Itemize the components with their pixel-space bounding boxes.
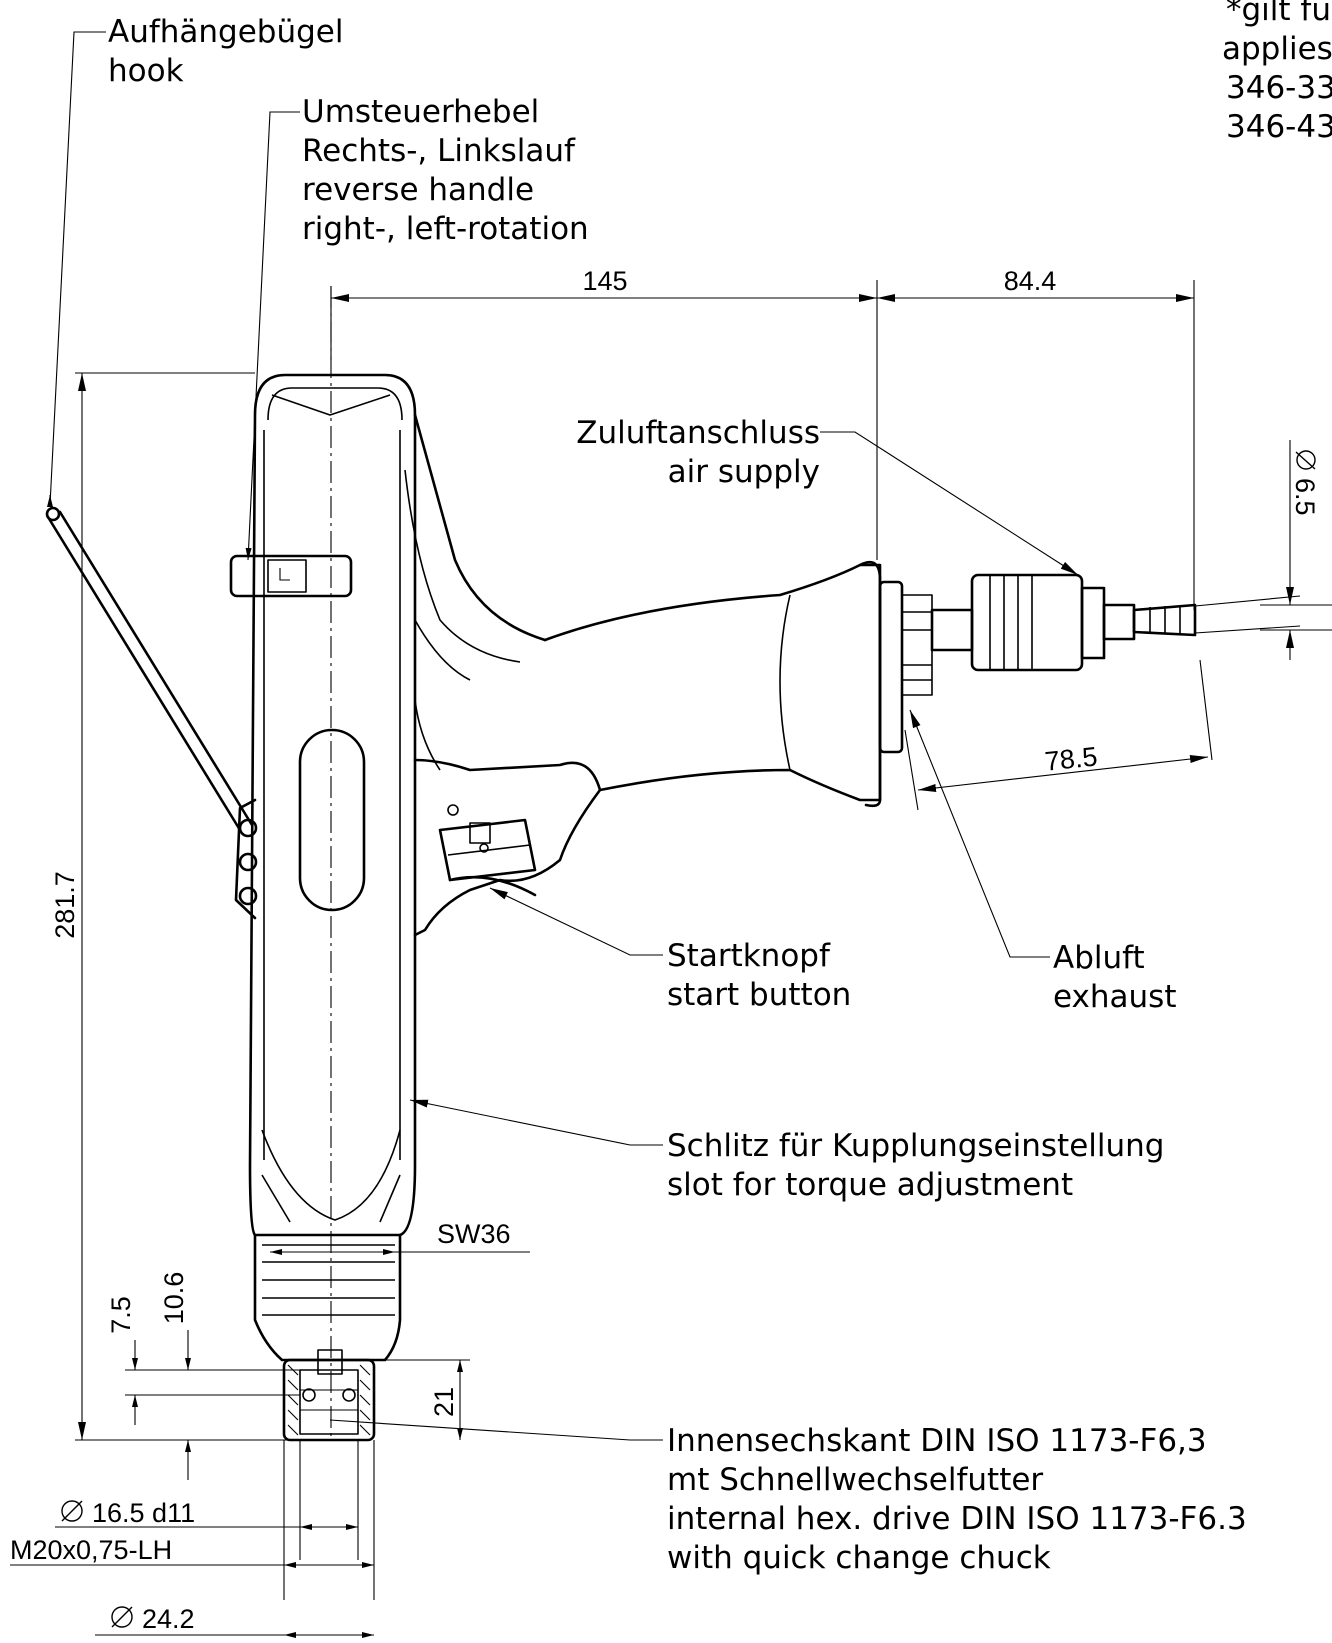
label-slot-en: slot for torque adjustment [667,1167,1073,1203]
dim-24-2: 24.2 [142,1604,195,1634]
dim-21: 21 [429,1387,459,1417]
diameter-symbol-icon [1295,450,1316,470]
label-slot-de: Schlitz für Kupplungseinstellung [667,1128,1164,1164]
label-start-en: start button [667,977,851,1013]
note-line-4: 346-43 [1226,109,1332,145]
dim-sw36: SW36 [437,1219,511,1249]
dim-84-4: 84.4 [1004,266,1057,296]
label-reverse-de1: Umsteuerhebel [302,94,539,130]
dim-24-2-group: 24.2 [111,1604,195,1634]
label-reverse-en2: right-, left-rotation [302,211,589,247]
dim-m20: M20x0,75-LH [10,1535,172,1565]
label-reverse-en1: reverse handle [302,172,534,208]
dim-7-5: 7.5 [106,1296,136,1334]
leader-lines [47,31,1079,1441]
dim-281-7: 281.7 [50,871,80,939]
label-drive-1: Innensechskant DIN ISO 1173-F6,3 [667,1423,1207,1459]
note-line-2: applies [1222,31,1332,67]
dimension-text: 145 84.4 281.7 78.5 6.5 SW36 7.5 10.6 21… [10,266,1320,1634]
dim-16-5: 16.5 d11 [92,1498,195,1528]
dim-78-5: 78.5 [1043,741,1098,776]
label-reverse-de2: Rechts-, Linkslauf [302,133,576,169]
label-start-de: Startknopf [667,938,831,974]
dim-145: 145 [582,266,627,296]
dim-16-5-group: 16.5 d11 [61,1498,195,1528]
label-drive-3: internal hex. drive DIN ISO 1173-F6.3 [667,1501,1247,1537]
label-drive-2: mt Schnellwechselfutter [667,1462,1043,1498]
dim-6-5: 6.5 [1290,478,1320,516]
label-air-de: Zuluftanschluss [576,415,820,451]
diameter-symbol-icon [111,1606,133,1628]
label-drive-4: with quick change chuck [667,1540,1051,1576]
diameter-symbol-icon [61,1500,83,1522]
note-line-3: 346-33 [1226,70,1332,106]
note-line-1: *gilt fü [1226,0,1331,28]
label-exhaust-de: Abluft [1053,940,1145,976]
dim-10-6: 10.6 [159,1272,189,1325]
label-air-en: air supply [668,454,820,490]
label-hook-en: hook [108,53,184,89]
dimension-lines [10,280,1332,1638]
label-exhaust-en: exhaust [1053,979,1176,1015]
text-labels: Aufhängebügel hook Umsteuerhebel Rechts-… [108,0,1332,1576]
tool-body [45,286,1301,1442]
dim-6-5-group: 6.5 [1290,450,1320,516]
label-hook-de: Aufhängebügel [108,14,344,50]
